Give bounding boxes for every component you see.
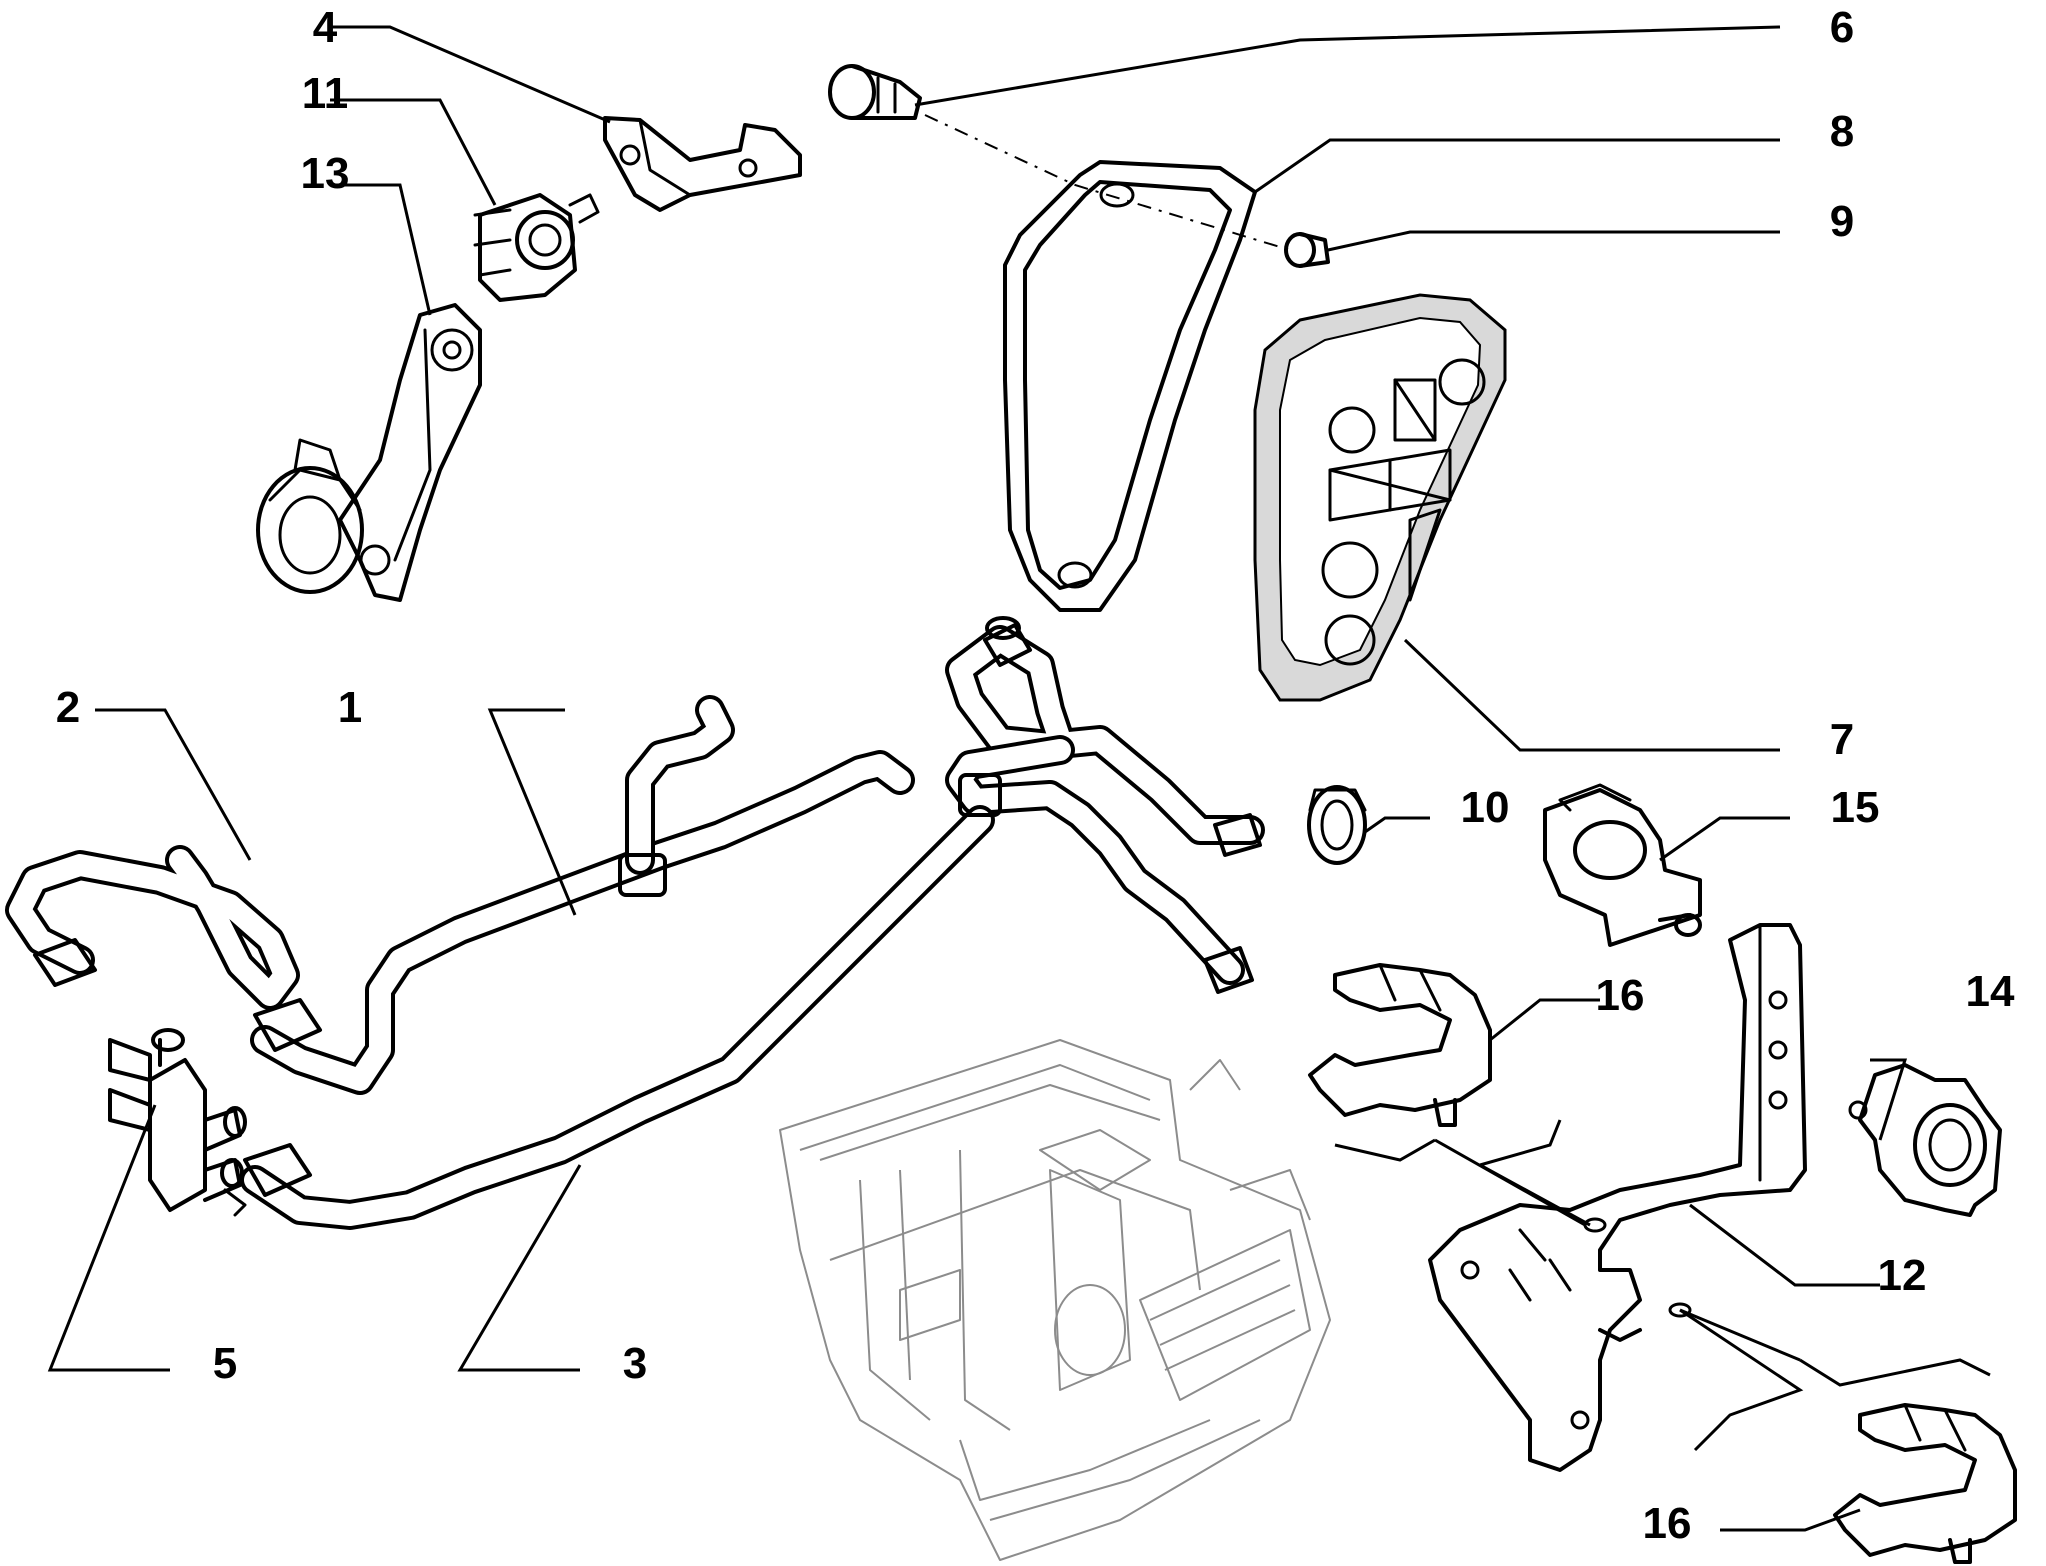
callout-14: 14 <box>1966 967 2015 1016</box>
part-9-nut <box>1284 232 1330 268</box>
part-6-bolt <box>828 64 922 120</box>
hose-assembly <box>5 616 1265 1230</box>
part-11-small-clamp <box>473 193 600 302</box>
heater-unit-ghost <box>779 1039 1331 1561</box>
alignment-dash-line <box>924 114 1291 251</box>
part-16-lower-clamp <box>1833 1403 2017 1564</box>
part-16-upper-clamp <box>1308 963 1492 1127</box>
part-10-ring-clamp <box>1307 785 1367 865</box>
callout-15: 15 <box>1831 783 1880 832</box>
callout-6: 6 <box>1830 3 1854 52</box>
callout-labels: 4 11 13 6 8 9 7 10 15 14 16 12 16 1 2 3 … <box>56 3 2015 1548</box>
callout-11: 11 <box>302 69 349 118</box>
callout-9: 9 <box>1830 197 1854 246</box>
callout-12: 12 <box>1878 1251 1927 1300</box>
callout-13: 13 <box>301 149 350 198</box>
callout-8: 8 <box>1830 107 1854 156</box>
callout-16-lower: 16 <box>1643 1499 1692 1548</box>
part-14-hose-clamp <box>1848 1063 2002 1217</box>
callout-10: 10 <box>1461 783 1510 832</box>
part-15-hose-clamp <box>1543 783 1702 947</box>
part-13-clamp-bracket <box>256 303 482 602</box>
callout-1: 1 <box>338 683 362 732</box>
callout-16-upper: 16 <box>1596 971 1645 1020</box>
part-8-gasket <box>1003 160 1257 612</box>
callout-3: 3 <box>623 1339 647 1388</box>
part-4-mounting-bracket <box>603 116 802 212</box>
callout-5: 5 <box>213 1339 237 1388</box>
callout-2: 2 <box>56 683 80 732</box>
callout-4: 4 <box>313 3 338 52</box>
part-5-tee-connector <box>108 1028 247 1217</box>
part-7-seal-pad <box>1253 293 1507 702</box>
assembly-indicator-lines <box>1334 1119 1991 1452</box>
callout-7: 7 <box>1830 715 1854 764</box>
callout-leader-lines <box>47 25 1908 1532</box>
